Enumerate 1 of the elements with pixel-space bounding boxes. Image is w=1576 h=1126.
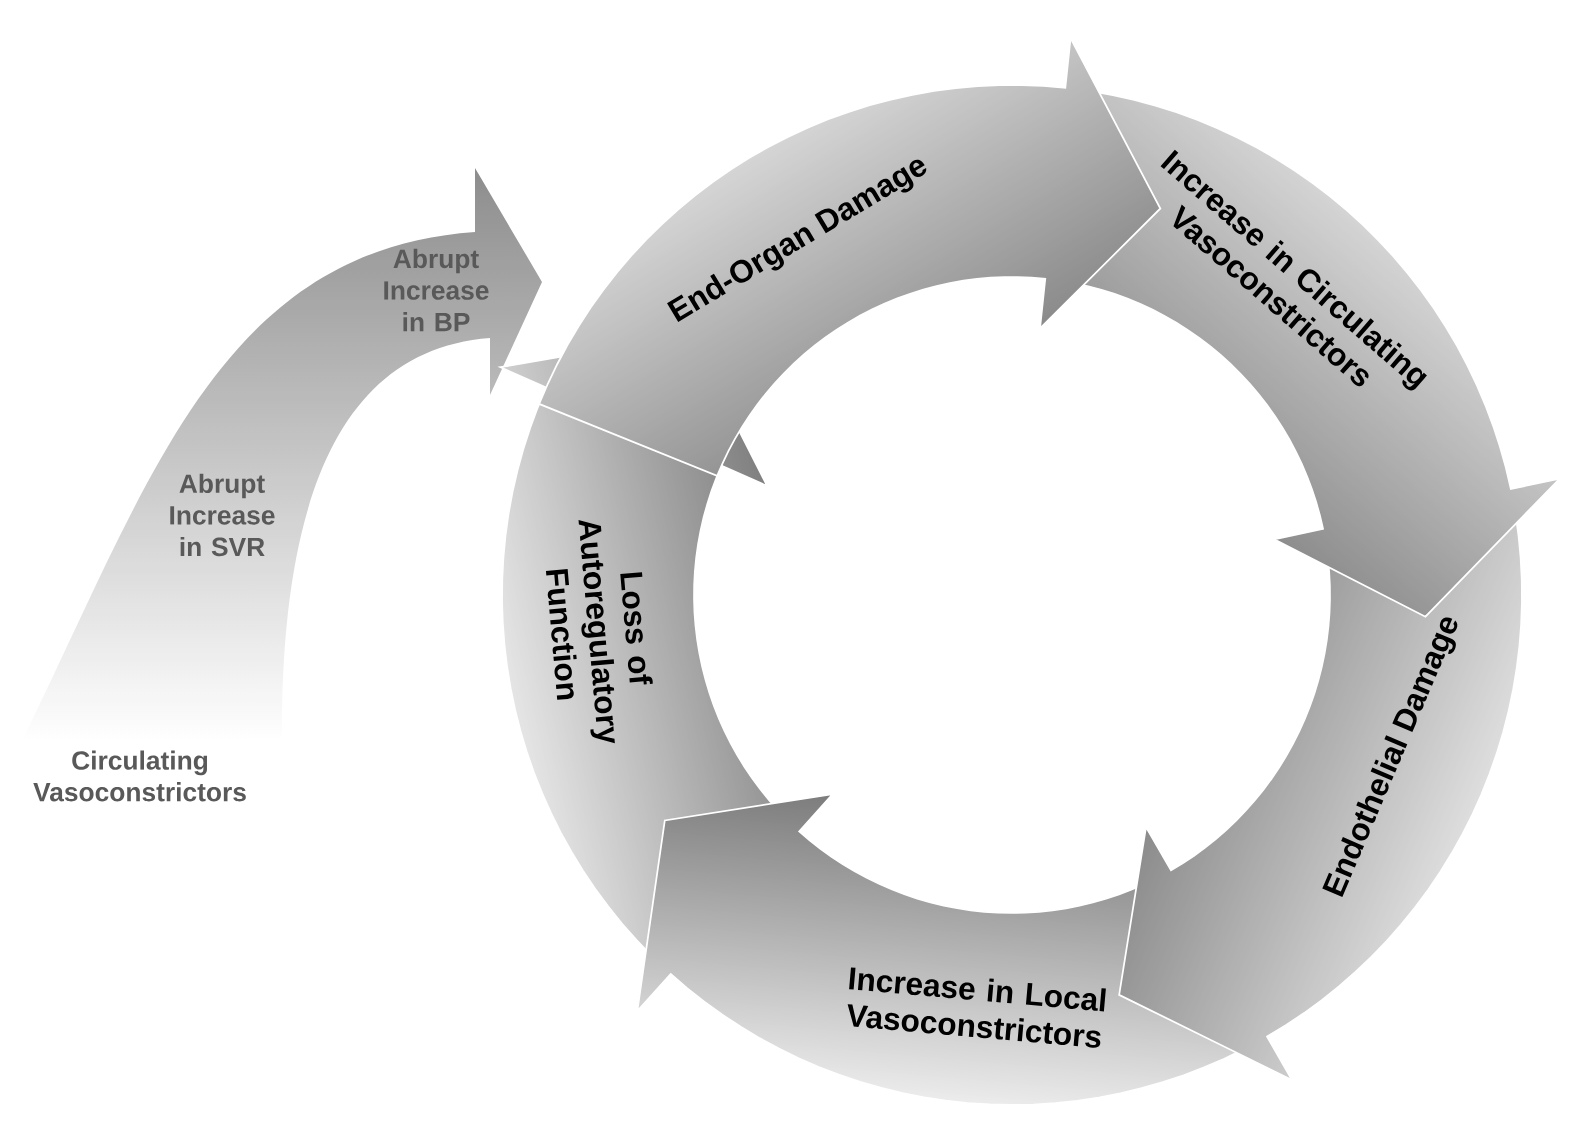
rising-arrow: Abrupt Increase in BP Abrupt Increase in SVR Circulating Vasoconstrictors: [33, 248, 489, 802]
